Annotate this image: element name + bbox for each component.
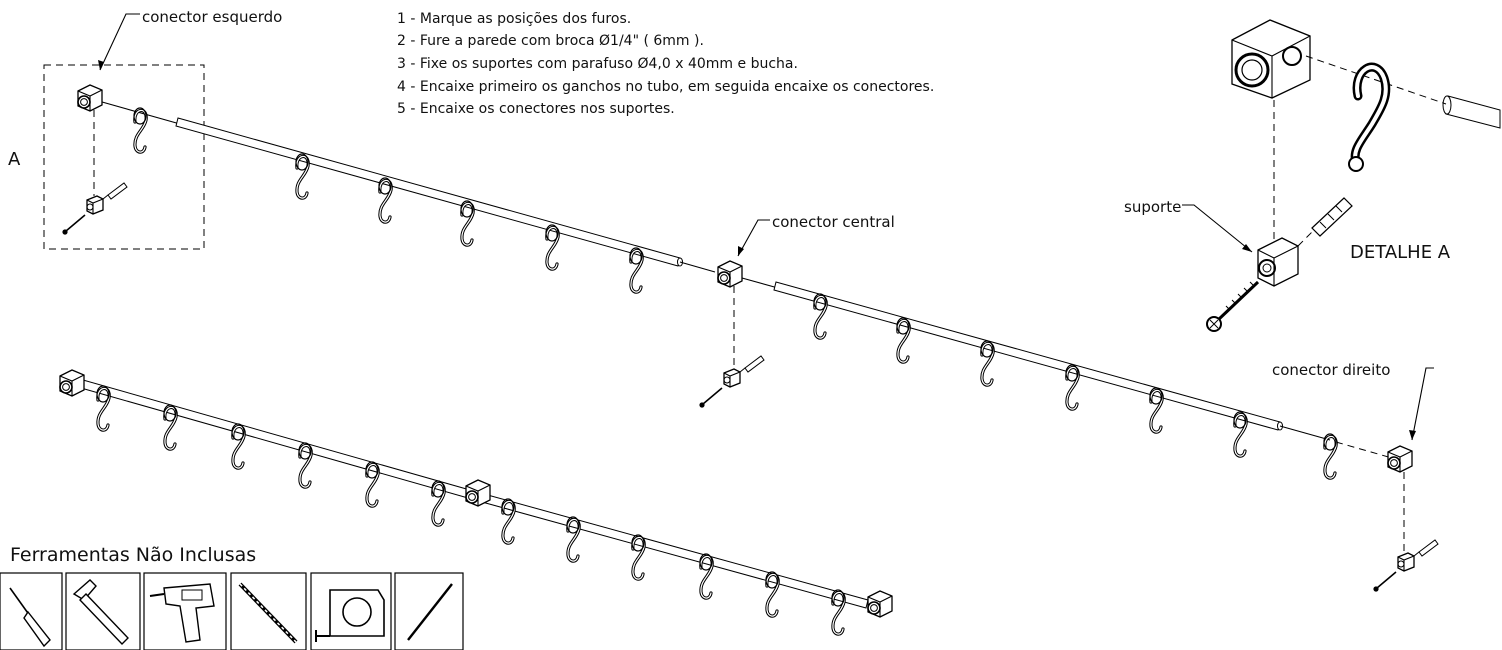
support-label: suporte <box>1124 198 1181 216</box>
left-connector-leader <box>99 13 140 71</box>
lower-right-connector <box>867 590 893 618</box>
drill-icon <box>143 572 227 650</box>
tape-measure-icon <box>310 572 392 650</box>
detail-title: DETALHE A <box>1350 242 1451 263</box>
right-connector <box>1387 445 1413 473</box>
left-connector <box>77 84 103 112</box>
tools-title: Ferramentas Não Inclusas <box>10 544 256 566</box>
hook <box>1322 432 1338 480</box>
instructions: 1 - Marque as posições dos furos. 2 - Fu… <box>397 11 934 117</box>
step-2: 2 - Fure a parede com broca Ø1/4" ( 6mm … <box>397 33 704 49</box>
lower-center-connector <box>465 479 491 507</box>
screwdriver-icon <box>0 572 63 650</box>
step-3: 3 - Fixe os suportes com parafuso Ø4,0 x… <box>397 56 798 72</box>
right-connector-label: conector direito <box>1272 361 1390 379</box>
center-support <box>698 355 765 409</box>
hammer-icon <box>65 572 141 650</box>
lower-left-connector <box>59 369 85 397</box>
center-connector <box>717 260 743 288</box>
right-connector-leader <box>1411 367 1434 441</box>
upper-rail-left <box>94 99 716 273</box>
center-connector-leader <box>737 219 770 257</box>
left-support <box>61 182 128 236</box>
right-support <box>1372 539 1439 593</box>
tools-row <box>0 572 464 650</box>
pencil-icon <box>394 572 464 650</box>
detail-boundary <box>43 64 205 250</box>
detail-marker: A <box>8 149 21 170</box>
step-1: 1 - Marque as posições dos furos. <box>397 11 631 27</box>
step-4: 4 - Encaixe primeiro os ganchos no tubo,… <box>397 79 934 95</box>
support-leader <box>1182 204 1253 253</box>
center-connector-label: conector central <box>772 213 895 231</box>
detail-a-view <box>1206 19 1501 332</box>
step-5: 5 - Encaixe os conectores nos suportes. <box>397 101 675 117</box>
left-connector-label: conector esquerdo <box>142 8 282 26</box>
hook <box>132 106 148 154</box>
hook <box>544 223 560 271</box>
drill-bit-icon <box>230 572 307 650</box>
